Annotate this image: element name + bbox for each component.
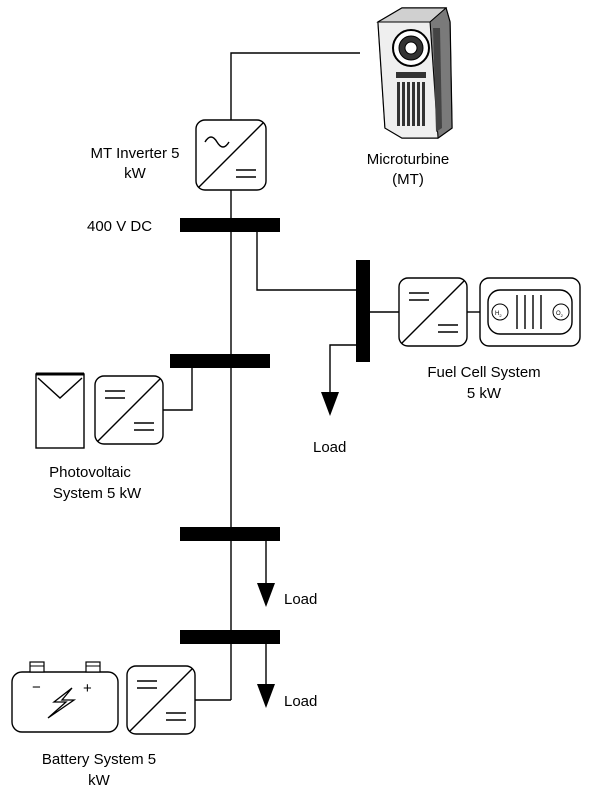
photovoltaic-label-1: Photovoltaic <box>49 464 131 481</box>
load-3-arrow <box>257 684 275 708</box>
bus-voltage-label: 400 V DC <box>87 218 152 235</box>
battery-negative-terminal: − <box>32 679 41 696</box>
load-1-wire <box>329 344 356 395</box>
battery-icon <box>11 661 119 733</box>
converter-icon <box>94 375 164 445</box>
load-3-label: Load <box>284 693 317 710</box>
hydrogen-terminal-label: H2 <box>495 311 502 318</box>
battery-label-1: Battery System 5 <box>42 751 156 768</box>
photovoltaic-label-2: System 5 kW <box>53 485 142 502</box>
load-2-label: Load <box>284 591 317 608</box>
converter-icon <box>126 665 196 735</box>
mt-inverter-label-2: kW <box>124 165 147 182</box>
oxygen-terminal-label: O2 <box>556 311 564 318</box>
fuel-cell-label-1: Fuel Cell System <box>427 364 540 381</box>
microturbine-label-2: (MT) <box>392 171 424 188</box>
microturbine-icon <box>376 7 453 139</box>
converter-icon <box>398 277 468 347</box>
bus-bar-1 <box>180 218 280 232</box>
bus-bar-4 <box>180 630 280 644</box>
fuel-cell-branch-wire <box>256 232 356 291</box>
load-2-arrow <box>257 583 275 607</box>
mt-feed-wire <box>230 52 360 120</box>
battery-positive-terminal: + <box>83 680 92 697</box>
bus-bar-3 <box>180 527 280 541</box>
pv-panel-icon <box>35 372 85 449</box>
fuel-cell-icon <box>479 277 581 347</box>
fuel-cell-bus-bar <box>356 260 370 362</box>
microturbine-label-1: Microturbine <box>367 151 450 168</box>
mt-inverter-label-1: MT Inverter 5 <box>91 145 180 162</box>
fuel-cell-label-2: 5 kW <box>467 385 502 402</box>
inverter-icon <box>195 119 267 191</box>
load-1-label: Load <box>313 439 346 456</box>
pv-branch-wire <box>163 368 193 411</box>
lightning-icon <box>47 687 77 719</box>
battery-label-2: kW <box>88 772 111 789</box>
bus-bar-2 <box>170 354 270 368</box>
load-1-arrow <box>321 392 339 416</box>
